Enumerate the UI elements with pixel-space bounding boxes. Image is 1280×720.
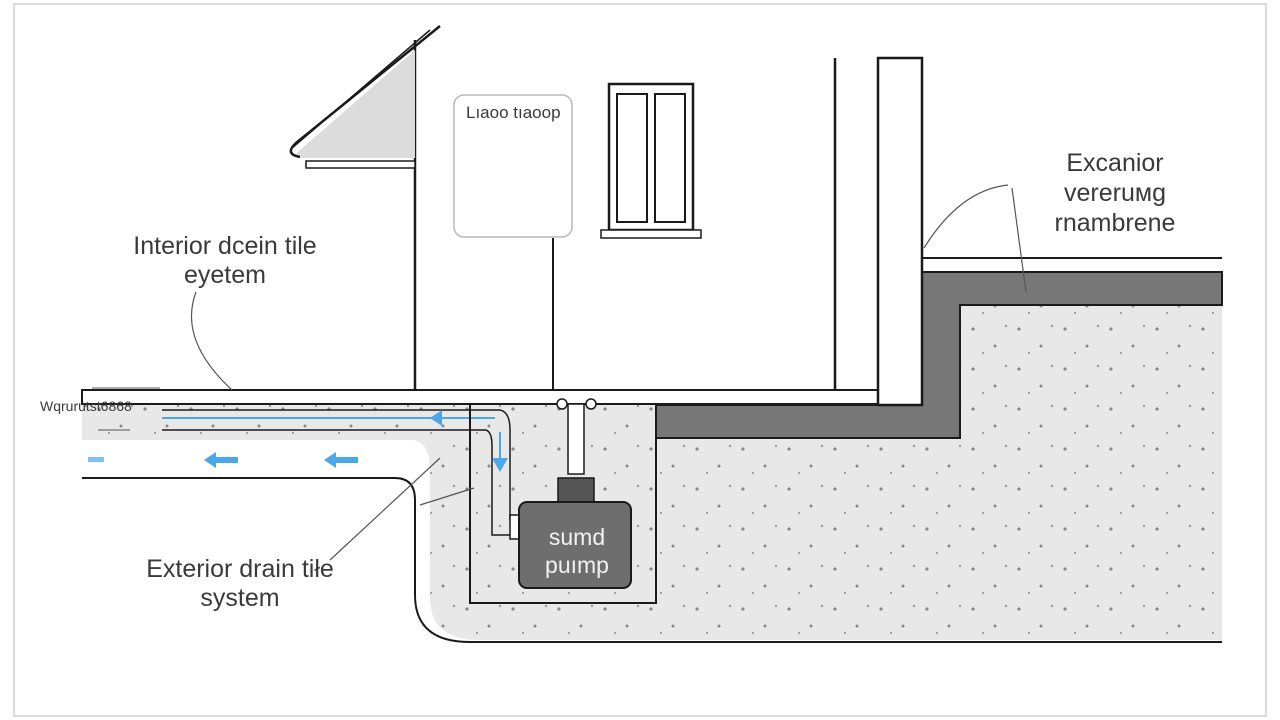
water-flow-arrow-icon bbox=[430, 410, 442, 426]
wall-sign-label: Lıaoo tıaoop bbox=[466, 103, 561, 122]
exterior-drain-line-2: system bbox=[200, 583, 280, 612]
pump-discharge-pipe bbox=[567, 403, 585, 475]
pointer-membrane bbox=[923, 184, 1009, 249]
wall-sign bbox=[453, 94, 573, 238]
exterior-membrane-label: Excanior vereruмg rnambrene bbox=[1030, 148, 1200, 238]
pointer-membrane-b bbox=[1011, 187, 1027, 293]
house-right-wall bbox=[876, 56, 924, 407]
roof-edge-inner bbox=[291, 29, 431, 149]
pointer-interior bbox=[190, 291, 233, 391]
page-frame bbox=[13, 3, 1267, 717]
roof-edge bbox=[289, 25, 441, 159]
water-flow-arrow-icon bbox=[492, 458, 508, 472]
membrane-line-1: Excanior bbox=[1066, 149, 1164, 177]
pointer-exterior-tile bbox=[329, 457, 441, 561]
sump-pump-label: sumd puımp bbox=[522, 524, 632, 579]
interior-drain-label: Interior dcein tile eyetem bbox=[110, 232, 340, 290]
interior-drain-line-1: Interior dcein tile bbox=[133, 232, 317, 260]
window bbox=[607, 82, 695, 232]
soil-speckles bbox=[82, 305, 1222, 640]
drain-pipe-down-inner bbox=[485, 429, 518, 536]
water-flow-dash bbox=[88, 457, 104, 462]
pump-valve-left bbox=[556, 398, 568, 410]
exterior-drain-line-1: Exterior drain tiłe bbox=[146, 555, 334, 583]
sump-pump-line-2: puımp bbox=[545, 551, 609, 578]
window-pane-left bbox=[616, 93, 648, 223]
interior-drain-line-2: eyetem bbox=[184, 260, 266, 289]
water-flow-arrow-icon bbox=[324, 452, 358, 468]
floor-slab bbox=[81, 389, 923, 405]
roof bbox=[296, 50, 415, 158]
exterior-drain-label: Exterior drain tiłe system bbox=[120, 555, 360, 613]
water-flow-arrow-icon bbox=[204, 452, 238, 468]
sump-pump-body bbox=[518, 501, 632, 589]
membrane-line-2: vereruмg bbox=[1064, 179, 1166, 207]
eave bbox=[305, 160, 416, 169]
drain-pipe-down bbox=[499, 409, 520, 521]
soil-outline bbox=[82, 477, 1222, 643]
pointer-exterior-tile-b bbox=[419, 487, 475, 506]
sump-pit bbox=[469, 405, 657, 604]
pump-motor-cap bbox=[557, 477, 595, 505]
sump-pump-line-1: sumd bbox=[548, 524, 606, 550]
pump-valve-right bbox=[585, 398, 597, 410]
waterproofing-label: Wqrurutst6868 bbox=[40, 398, 132, 414]
membrane-line-3: rnambrene bbox=[1054, 209, 1176, 237]
water-flow-arrows bbox=[88, 410, 508, 472]
window-pane-right bbox=[654, 93, 686, 223]
window-sill bbox=[600, 229, 702, 239]
